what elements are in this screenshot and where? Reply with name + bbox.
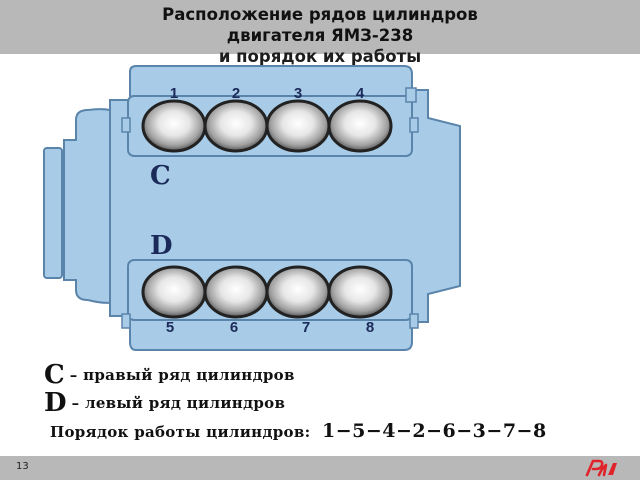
cylinder-label-8: 8 bbox=[366, 319, 374, 336]
title-line-1: Расположение рядов цилиндров bbox=[162, 5, 478, 24]
bank-d-letter: D bbox=[150, 231, 173, 261]
engine-diagram: 1 2 3 4 5 6 7 8 C D bbox=[43, 65, 461, 351]
cylinder-1 bbox=[141, 99, 207, 153]
rzd-logo-icon bbox=[585, 459, 617, 477]
firing-order-sequence: 1−5−4−2−6−3−7−8 bbox=[321, 420, 547, 442]
cylinder-label-7: 7 bbox=[302, 319, 310, 336]
cylinder-label-4: 4 bbox=[356, 85, 365, 102]
legend-d-letter: D bbox=[44, 388, 67, 418]
title-bar bbox=[0, 0, 640, 54]
cylinder-4 bbox=[327, 99, 393, 153]
row-d-cylinders bbox=[141, 265, 393, 319]
cylinder-5 bbox=[141, 265, 207, 319]
title-line-3: и порядок их работы bbox=[218, 47, 422, 66]
page-number: 13 bbox=[16, 461, 29, 472]
legend-c-text: – правый ряд цилиндров bbox=[69, 366, 295, 384]
row-c-cylinders bbox=[141, 99, 393, 153]
cylinder-3 bbox=[265, 99, 331, 153]
cylinder-label-3: 3 bbox=[294, 85, 302, 102]
cylinder-label-2: 2 bbox=[232, 85, 240, 102]
cylinder-7 bbox=[265, 265, 331, 319]
cylinder-8 bbox=[327, 265, 393, 319]
footer-bar: 13 bbox=[0, 456, 640, 480]
firing-order-label: Порядок работы цилиндров: bbox=[50, 423, 311, 441]
cylinder-label-6: 6 bbox=[230, 319, 238, 336]
cylinder-label-5: 5 bbox=[166, 319, 174, 336]
slide-title: Расположение рядов цилиндров двигателя Я… bbox=[0, 4, 640, 67]
cylinder-6 bbox=[203, 265, 269, 319]
firing-order: Порядок работы цилиндров: 1−5−4−2−6−3−7−… bbox=[50, 420, 547, 442]
bank-c-letter: C bbox=[150, 161, 171, 191]
title-line-2: двигателя ЯМЗ-238 bbox=[226, 26, 414, 45]
legend-c-letter: C bbox=[44, 360, 65, 390]
cylinder-label-1: 1 bbox=[170, 85, 178, 102]
legend-c: C – правый ряд цилиндров bbox=[44, 360, 295, 390]
legend-d-text: – левый ряд цилиндров bbox=[71, 394, 286, 412]
cylinder-2 bbox=[203, 99, 269, 153]
legend-d: D – левый ряд цилиндров bbox=[44, 388, 285, 418]
